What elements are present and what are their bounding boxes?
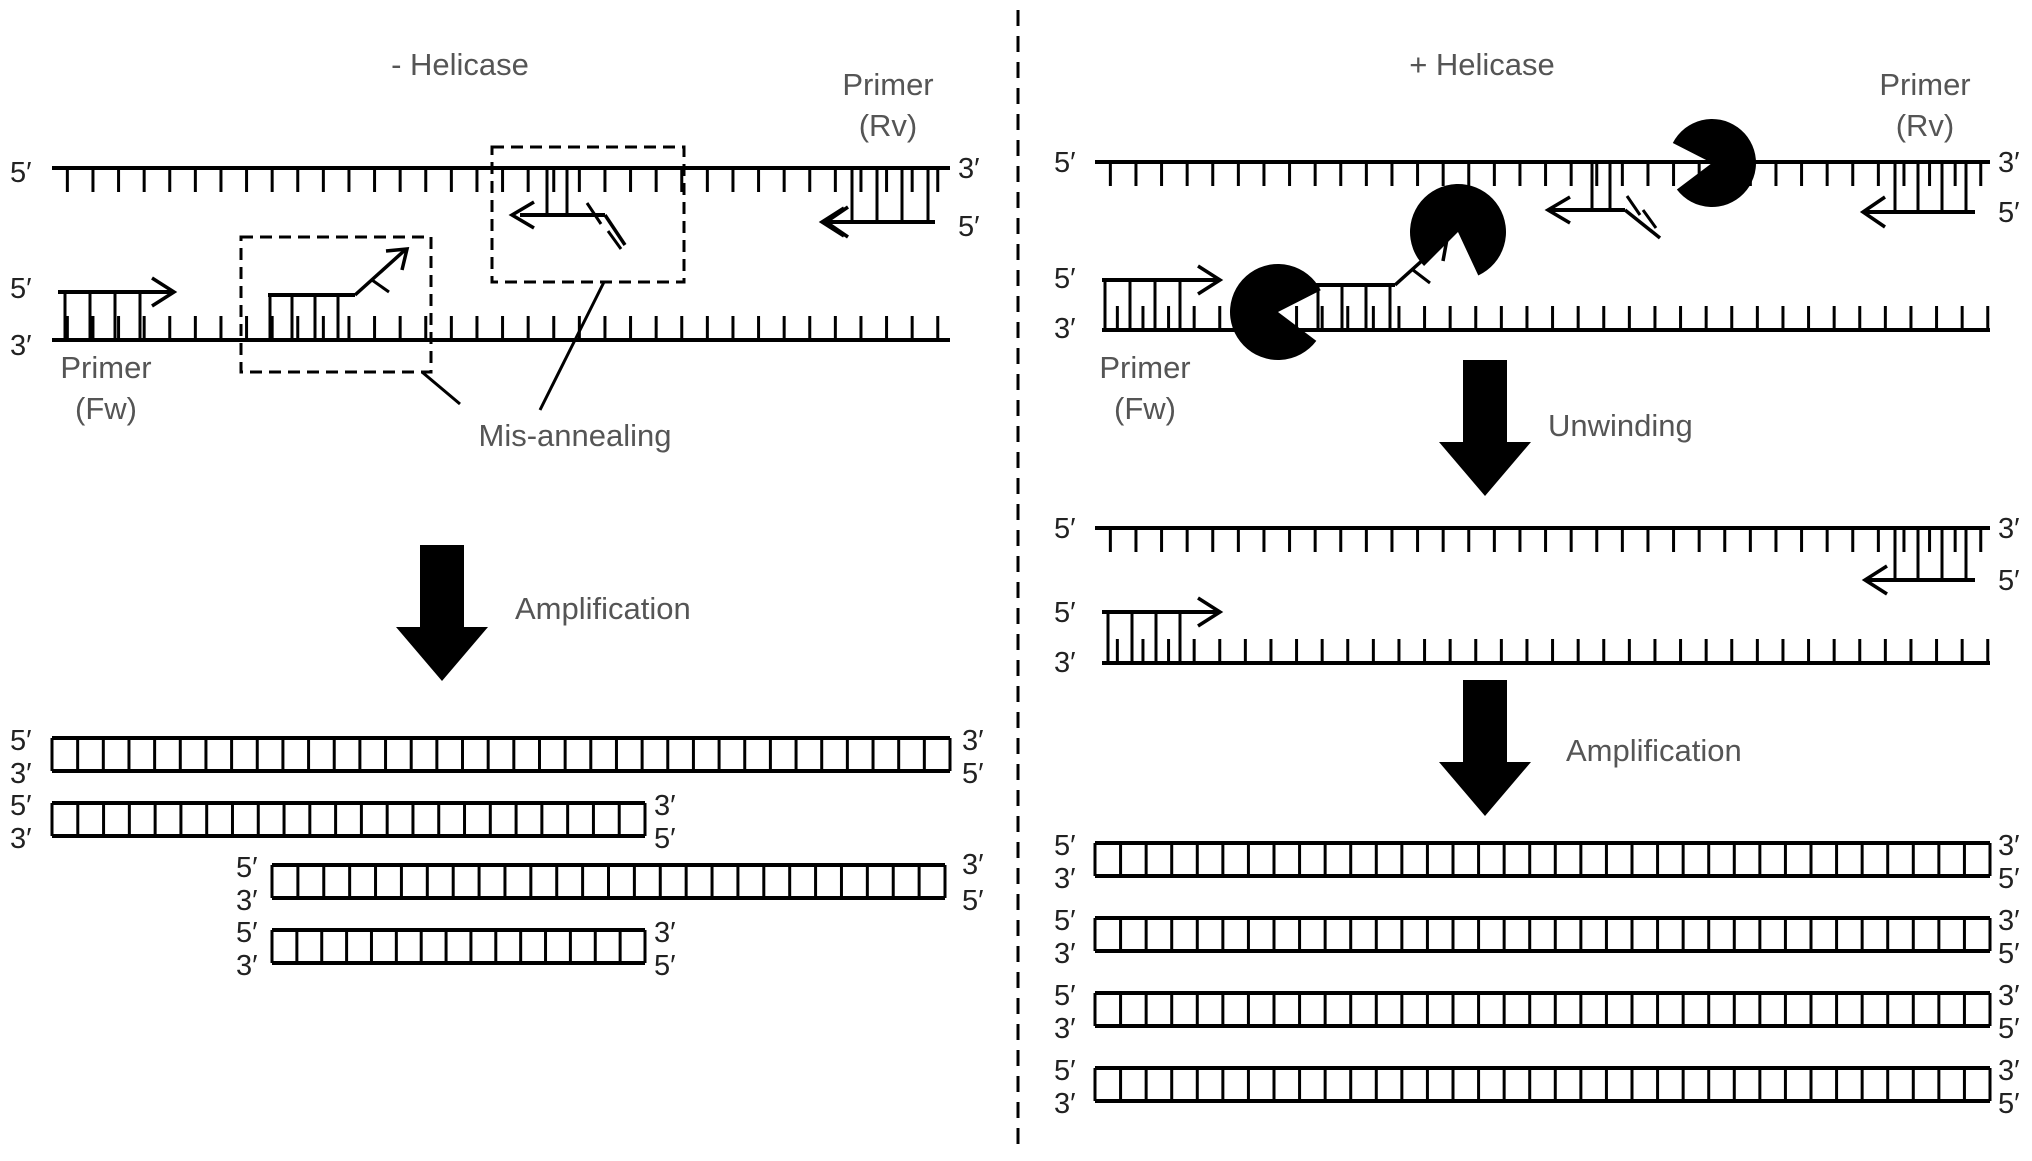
helicase-icon xyxy=(1409,184,1506,276)
right-top-3prime: 3′ xyxy=(1998,147,2020,179)
left-p2-3prime-r: 3′ xyxy=(654,790,676,822)
left-primer-rv-label-1: Primer xyxy=(842,67,933,102)
left-panel-title: - Helicase xyxy=(391,47,529,82)
left-p4-3prime: 3′ xyxy=(236,950,258,982)
left-p4-3prime-r: 3′ xyxy=(654,917,676,949)
helicase-icon xyxy=(1672,119,1757,208)
left-p4-5prime: 5′ xyxy=(236,917,258,949)
right-p4-5prime: 5′ xyxy=(1054,1055,1076,1087)
left-primer-fw-label-1: Primer xyxy=(60,350,151,385)
mis-annealing-leader-2 xyxy=(538,281,606,411)
left-p3-5prime-r: 5′ xyxy=(962,885,984,917)
right-p1-3prime: 3′ xyxy=(1054,863,1076,895)
left-bottom-3prime: 3′ xyxy=(10,330,32,362)
left-mis-box-top xyxy=(490,145,686,284)
left-misprimer-bot-arrowhead xyxy=(385,247,410,271)
right-primer-rv-label-2: (Rv) xyxy=(1896,108,1955,143)
right-unw-fw-arrowhead xyxy=(1197,596,1224,628)
left-p2-3prime: 3′ xyxy=(10,823,32,855)
right-primer-fw-label-1: Primer xyxy=(1099,350,1190,385)
right-misprimer-arrowhead xyxy=(1544,195,1571,225)
right-p4-5prime-r: 5′ xyxy=(1998,1088,2020,1120)
right-p2-5prime-r: 5′ xyxy=(1998,938,2020,970)
right-p2-3prime: 3′ xyxy=(1054,938,1076,970)
right-p1-5prime-r: 5′ xyxy=(1998,863,2020,895)
right-amplification-arrow xyxy=(1439,680,1531,816)
left-misprimer-top-tail xyxy=(603,214,627,246)
right-misprimer-bot-arrowhead xyxy=(1424,237,1450,262)
right-bottom-3prime: 3′ xyxy=(1054,313,1076,345)
left-top-3prime: 3′ xyxy=(958,153,980,185)
mis-annealing-label: Mis-annealing xyxy=(479,418,672,453)
right-misprimer-tick xyxy=(1641,209,1658,229)
left-fw-arrowhead xyxy=(151,276,178,308)
left-p1-3prime: 3′ xyxy=(10,758,32,790)
left-rv-arrowhead xyxy=(822,205,849,239)
right-fw-arrowhead xyxy=(1197,264,1224,296)
left-top-5prime: 5′ xyxy=(10,157,32,189)
right-unw-rv-5prime: 5′ xyxy=(1998,565,2020,597)
right-primer-fw-label-2: (Fw) xyxy=(1114,391,1176,426)
strand-end-labels: 5′3′5′5′3′5′3′3′5′5′3′3′5′5′3′3′5′5′3′3′… xyxy=(10,147,2020,1120)
left-misprimer-top-arrowhead xyxy=(508,200,535,230)
right-p2-3prime-r: 3′ xyxy=(1998,905,2020,937)
right-misprimer-bot-tail xyxy=(1393,238,1447,287)
mis-annealing-leader-1 xyxy=(421,370,461,406)
left-p2-5prime: 5′ xyxy=(10,790,32,822)
left-primer-rv-label-2: (Rv) xyxy=(859,108,918,143)
left-amplification-label: Amplification xyxy=(515,591,691,626)
left-p3-3prime: 3′ xyxy=(236,885,258,917)
right-panel-title: + Helicase xyxy=(1409,47,1555,82)
right-p1-5prime: 5′ xyxy=(1054,830,1076,862)
right-misprimer-bot-tick xyxy=(1412,268,1431,285)
left-misprimer-top-tick xyxy=(606,230,623,250)
left-misprimer-bot-tick xyxy=(371,278,390,294)
right-p3-3prime-r: 3′ xyxy=(1998,980,2020,1012)
right-p4-3prime: 3′ xyxy=(1054,1088,1076,1120)
right-misprimer-tick xyxy=(1625,195,1642,216)
right-p3-5prime-r: 5′ xyxy=(1998,1013,2020,1045)
right-unw-bot-5prime: 5′ xyxy=(1054,597,1076,629)
unwinding-arrow xyxy=(1439,360,1531,496)
helicase-icon xyxy=(1230,264,1321,361)
left-p3-5prime: 5′ xyxy=(236,852,258,884)
right-p2-5prime: 5′ xyxy=(1054,905,1076,937)
diagram-shapes xyxy=(50,10,1992,1152)
left-mis-box-bottom xyxy=(239,235,433,374)
left-misprimer-top-tick xyxy=(585,202,603,225)
right-misprimer-tail xyxy=(1623,208,1662,240)
right-unw-top-3prime: 3′ xyxy=(1998,513,2020,545)
left-p1-3prime-r: 3′ xyxy=(962,725,984,757)
left-p1-5prime-r: 5′ xyxy=(962,758,984,790)
right-amplification-label: Amplification xyxy=(1566,733,1742,768)
left-p3-3prime-r: 3′ xyxy=(962,849,984,881)
right-p3-3prime: 3′ xyxy=(1054,1013,1076,1045)
right-top-5prime: 5′ xyxy=(1054,147,1076,179)
right-bottom-5prime: 5′ xyxy=(1054,263,1076,295)
left-bottom-5prime: 5′ xyxy=(10,273,32,305)
right-unw-bot-3prime: 3′ xyxy=(1054,647,1076,679)
left-p1-5prime: 5′ xyxy=(10,725,32,757)
right-primer-rv-label-1: Primer xyxy=(1879,67,1970,102)
left-primer-fw-label-2: (Fw) xyxy=(75,391,137,426)
left-misprimer-bot-tail xyxy=(353,248,407,297)
left-rv-5prime: 5′ xyxy=(958,211,980,243)
right-p1-3prime-r: 3′ xyxy=(1998,830,2020,862)
right-p3-5prime: 5′ xyxy=(1054,980,1076,1012)
left-p4-5prime-r: 5′ xyxy=(654,950,676,982)
unwinding-label: Unwinding xyxy=(1548,408,1693,443)
right-unw-top-5prime: 5′ xyxy=(1054,513,1076,545)
right-p4-3prime-r: 3′ xyxy=(1998,1055,2020,1087)
right-rv-5prime: 5′ xyxy=(1998,197,2020,229)
left-p2-5prime-r: 5′ xyxy=(654,823,676,855)
left-amplification-arrow xyxy=(396,545,488,681)
